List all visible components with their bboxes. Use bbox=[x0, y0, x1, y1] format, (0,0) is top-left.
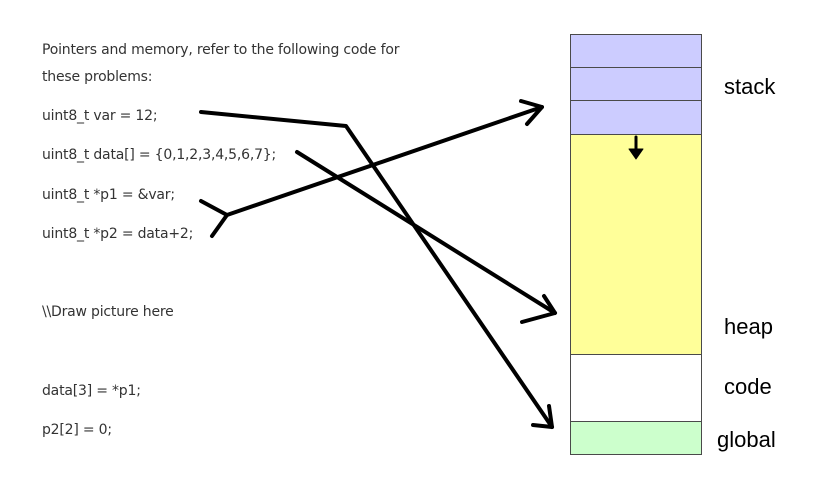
code-var-declaration: uint8_t var = 12; bbox=[42, 108, 158, 124]
stack-label: stack bbox=[724, 74, 776, 99]
heap-label: heap bbox=[724, 314, 773, 339]
code-data-declaration: uint8_t data[] = {0,1,2,3,4,5,6,7}; bbox=[42, 147, 277, 163]
intro-line-2: these problems: bbox=[42, 69, 153, 85]
code-label: code bbox=[724, 374, 772, 399]
code-region bbox=[570, 354, 702, 422]
arrow-down-icon bbox=[628, 135, 644, 160]
draw-picture-note: \\Draw picture here bbox=[42, 304, 174, 320]
stack-slot-3 bbox=[570, 100, 702, 135]
code-data-assignment: data[3] = *p1; bbox=[42, 383, 141, 399]
heap-region bbox=[570, 134, 702, 355]
arrow-data-to-heap bbox=[295, 150, 557, 324]
arrow-pointers-to-stack bbox=[199, 99, 544, 238]
stack-slot-1 bbox=[570, 34, 702, 68]
intro-line-1: Pointers and memory, refer to the follow… bbox=[42, 42, 400, 58]
arrow-var-to-global bbox=[199, 110, 554, 429]
global-region bbox=[570, 421, 702, 455]
code-p2-declaration: uint8_t *p2 = data+2; bbox=[42, 226, 194, 242]
global-label: global bbox=[717, 427, 776, 452]
code-p1-declaration: uint8_t *p1 = &var; bbox=[42, 187, 175, 203]
code-p2-assignment: p2[2] = 0; bbox=[42, 422, 112, 438]
